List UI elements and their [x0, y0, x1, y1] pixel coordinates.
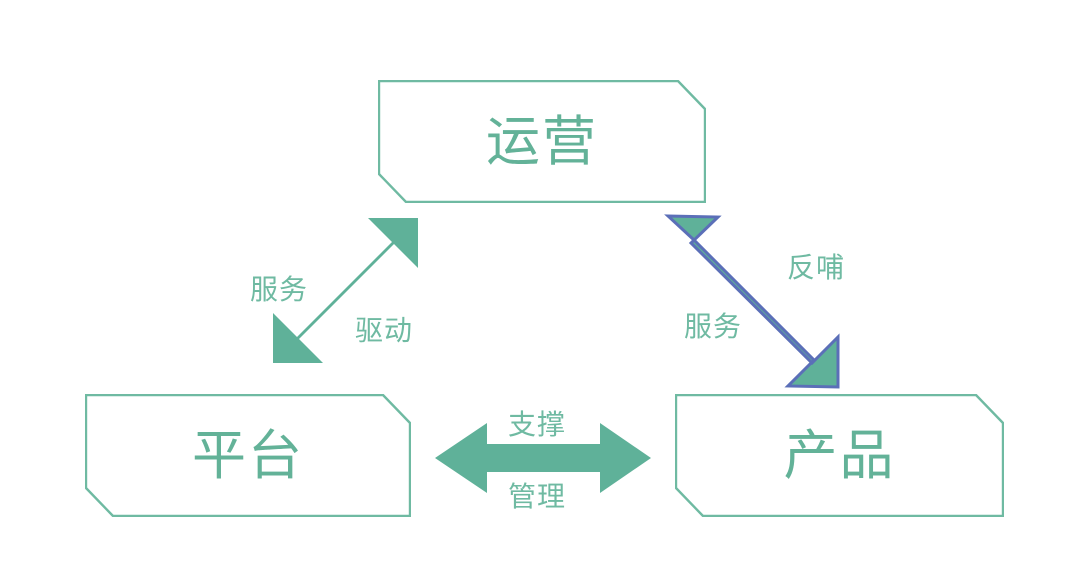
- arrow-operations-product: [664, 214, 840, 389]
- edge-label-platform-product-support: 支撑: [508, 408, 567, 441]
- node-product-label: 产品: [783, 423, 896, 487]
- node-platform-shape: [85, 394, 411, 517]
- edge-label-platform-product-manage: 管理: [508, 480, 567, 513]
- node-operations-label: 运营: [486, 109, 598, 173]
- edge-label-platform-operations-service: 服务: [250, 273, 309, 306]
- node-platform-label: 平台: [192, 423, 304, 487]
- edge-label-operations-product-service: 服务: [684, 310, 743, 343]
- edge-label-operations-product-feedback: 反哺: [787, 251, 846, 284]
- edge-label-platform-operations-drive: 驱动: [355, 314, 414, 347]
- node-platform[interactable]: 平台: [85, 394, 411, 517]
- node-operations-shape: [378, 80, 706, 203]
- node-operations[interactable]: 运营: [378, 80, 706, 203]
- node-product[interactable]: 产品: [675, 394, 1004, 517]
- node-product-shape: [675, 394, 1004, 517]
